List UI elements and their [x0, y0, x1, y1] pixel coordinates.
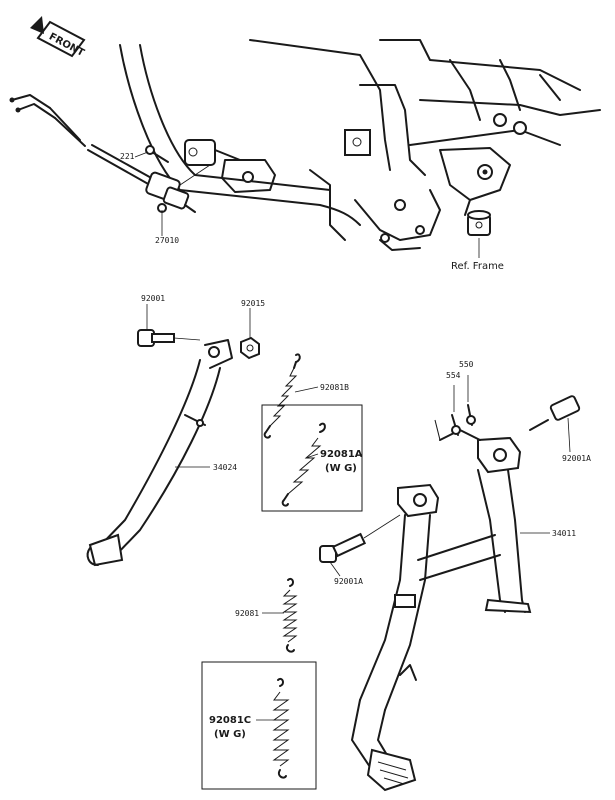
part-labels: 221 27010 92001 92015 92081B 92081A (W G…: [120, 151, 591, 740]
label-27010: 27010: [155, 236, 179, 245]
label-554: 554: [446, 371, 461, 380]
nut-92015: [240, 336, 260, 360]
front-badge: FRONT: [30, 16, 86, 59]
label-34024: 34024: [213, 463, 237, 472]
bolt-92001A-mid: [319, 514, 401, 563]
label-221: 221: [120, 152, 135, 161]
label-92081B: 92081B: [320, 383, 349, 392]
label-92081: 92081: [235, 609, 259, 618]
bolt-92001: [137, 329, 201, 347]
label-550: 550: [459, 360, 474, 369]
label-92015: 92015: [241, 299, 265, 308]
spring-92081B: [263, 353, 301, 439]
spring-92081: [282, 577, 298, 653]
label-34011: 34011: [552, 529, 576, 538]
label-92001: 92001: [141, 294, 165, 303]
center-stand: [351, 419, 532, 792]
label-92001A-top: 92001A: [562, 454, 591, 463]
label-92081C: 92081C: [209, 715, 251, 726]
label-92081A-note: (W G): [325, 463, 357, 474]
spring-92081C: [201, 661, 317, 790]
label-92001A-mid: 92001A: [334, 577, 363, 586]
side-stand: [86, 339, 233, 567]
bolt-92001A-top: [529, 395, 581, 431]
side-stand-switch-assembly: [9, 94, 276, 213]
label-92081A: 92081A: [320, 449, 363, 460]
label-ref-frame: Ref. Frame: [451, 261, 504, 272]
label-92081C-note: (W G): [214, 729, 246, 740]
spring-92081A: [261, 404, 363, 512]
pins-554-550: [451, 375, 476, 436]
